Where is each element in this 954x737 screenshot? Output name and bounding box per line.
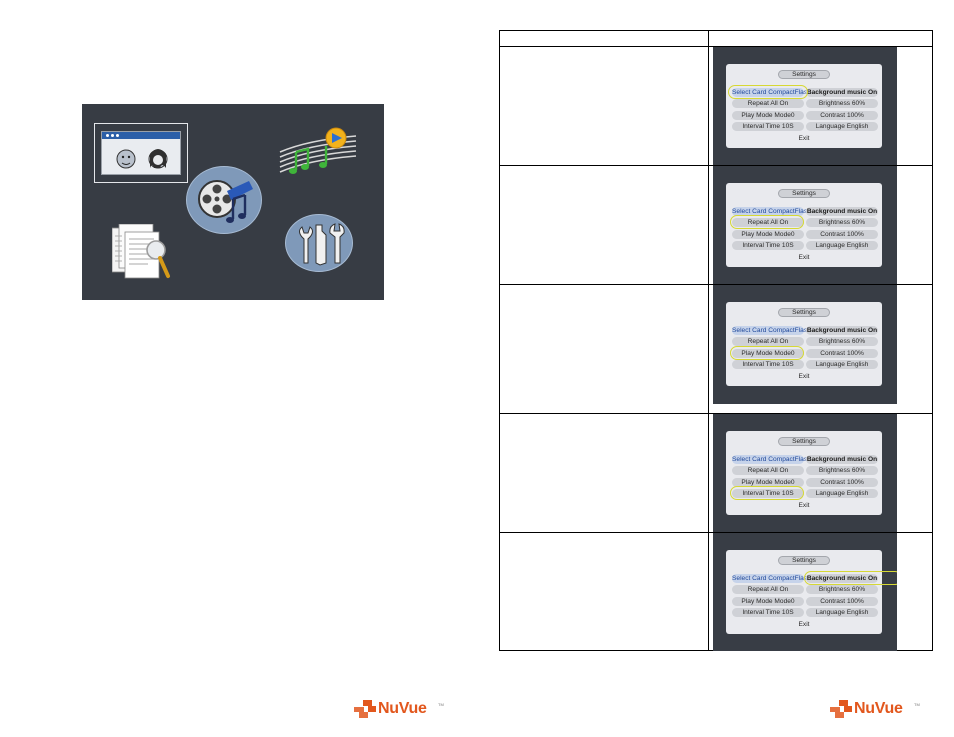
music-icon[interactable] — [278, 126, 358, 178]
selection-highlight-ring — [730, 346, 804, 360]
nuvue-mark-icon — [354, 700, 376, 718]
setup-icon[interactable] — [285, 214, 353, 272]
exit-button[interactable]: Exit — [798, 135, 810, 142]
setting-select-card[interactable]: Select Card CompactFlash — [732, 455, 811, 464]
nuvue-wordmark: NuVue — [854, 700, 903, 717]
nuvue-mark-icon — [830, 700, 852, 718]
setting-repeat-all[interactable]: Repeat All On — [732, 585, 804, 594]
setting-play-mode[interactable]: Play Mode Mode0 — [732, 597, 804, 606]
setting-language[interactable]: Language English — [806, 122, 878, 131]
row-divider — [500, 284, 932, 285]
setting-interval-time[interactable]: Interval Time 10S — [732, 489, 804, 498]
row-divider — [500, 532, 932, 533]
exit-button[interactable]: Exit — [798, 502, 810, 509]
setting-background-music[interactable]: Background music On — [806, 207, 878, 216]
exit-button[interactable]: Exit — [798, 254, 810, 261]
setting-brightness[interactable]: Brightness 60% — [806, 99, 878, 108]
setting-interval-time[interactable]: Interval Time 10S — [732, 241, 804, 250]
setting-select-card[interactable]: Select Card CompactFlash — [732, 207, 811, 216]
nuvue-logo: NuVue TM — [830, 699, 922, 719]
settings-title: Settings — [778, 70, 830, 79]
setting-contrast[interactable]: Contrast 100% — [806, 230, 878, 239]
setting-repeat-all[interactable]: Repeat All On — [732, 337, 804, 346]
settings-title: Settings — [778, 189, 830, 198]
setting-language[interactable]: Language English — [806, 241, 878, 250]
setting-background-music[interactable]: Background music On — [806, 88, 878, 97]
setting-repeat-all[interactable]: Repeat All On — [732, 99, 804, 108]
trademark-symbol: TM — [438, 702, 444, 707]
selection-highlight-ring — [728, 85, 808, 99]
setting-background-music[interactable]: Background music On — [806, 455, 878, 464]
row-divider — [500, 165, 932, 166]
exit-button[interactable]: Exit — [798, 621, 810, 628]
movie-icon[interactable] — [186, 166, 262, 234]
setting-repeat-all[interactable]: Repeat All On — [732, 466, 804, 475]
setting-brightness[interactable]: Brightness 60% — [806, 218, 878, 227]
selection-highlight-ring — [804, 571, 897, 585]
exit-button[interactable]: Exit — [798, 373, 810, 380]
setting-brightness[interactable]: Brightness 60% — [806, 466, 878, 475]
nuvue-wordmark: NuVue — [378, 700, 427, 717]
setting-play-mode[interactable]: Play Mode Mode0 — [732, 111, 804, 120]
settings-title: Settings — [778, 308, 830, 317]
setting-brightness[interactable]: Brightness 60% — [806, 585, 878, 594]
setting-language[interactable]: Language English — [806, 360, 878, 369]
setting-play-mode[interactable]: Play Mode Mode0 — [732, 230, 804, 239]
nuvue-logo: NuVue TM — [354, 699, 446, 719]
setting-brightness[interactable]: Brightness 60% — [806, 337, 878, 346]
row-divider — [500, 46, 932, 47]
setting-background-music[interactable]: Background music On — [806, 574, 878, 583]
setting-contrast[interactable]: Contrast 100% — [806, 597, 878, 606]
setting-language[interactable]: Language English — [806, 608, 878, 617]
setting-interval-time[interactable]: Interval Time 10S — [732, 122, 804, 131]
setting-interval-time[interactable]: Interval Time 10S — [732, 608, 804, 617]
setting-select-card[interactable]: Select Card CompactFlash — [732, 574, 811, 583]
text-viewer-icon[interactable] — [112, 224, 174, 282]
setting-play-mode[interactable]: Play Mode Mode0 — [732, 478, 804, 487]
setting-select-card[interactable]: Select Card CompactFlash — [732, 326, 811, 335]
setting-language[interactable]: Language English — [806, 489, 878, 498]
trademark-symbol: TM — [914, 702, 920, 707]
settings-title: Settings — [778, 437, 830, 446]
settings-title: Settings — [778, 556, 830, 565]
main-menu-screenshot — [82, 104, 384, 300]
setting-background-music[interactable]: Background music On — [806, 326, 878, 335]
setting-contrast[interactable]: Contrast 100% — [806, 349, 878, 358]
setting-play-mode[interactable]: Play Mode Mode0 — [732, 349, 804, 358]
setting-repeat-all[interactable]: Repeat All On — [732, 218, 804, 227]
setting-interval-time[interactable]: Interval Time 10S — [732, 360, 804, 369]
selection-highlight-ring — [730, 215, 804, 229]
setting-contrast[interactable]: Contrast 100% — [806, 111, 878, 120]
setting-select-card[interactable]: Select Card CompactFlash — [732, 88, 811, 97]
photo-icon[interactable] — [94, 123, 188, 183]
row-divider — [500, 413, 932, 414]
column-divider — [708, 31, 709, 650]
table-header-row — [500, 31, 932, 46]
selection-highlight-ring — [730, 486, 804, 500]
setting-contrast[interactable]: Contrast 100% — [806, 478, 878, 487]
